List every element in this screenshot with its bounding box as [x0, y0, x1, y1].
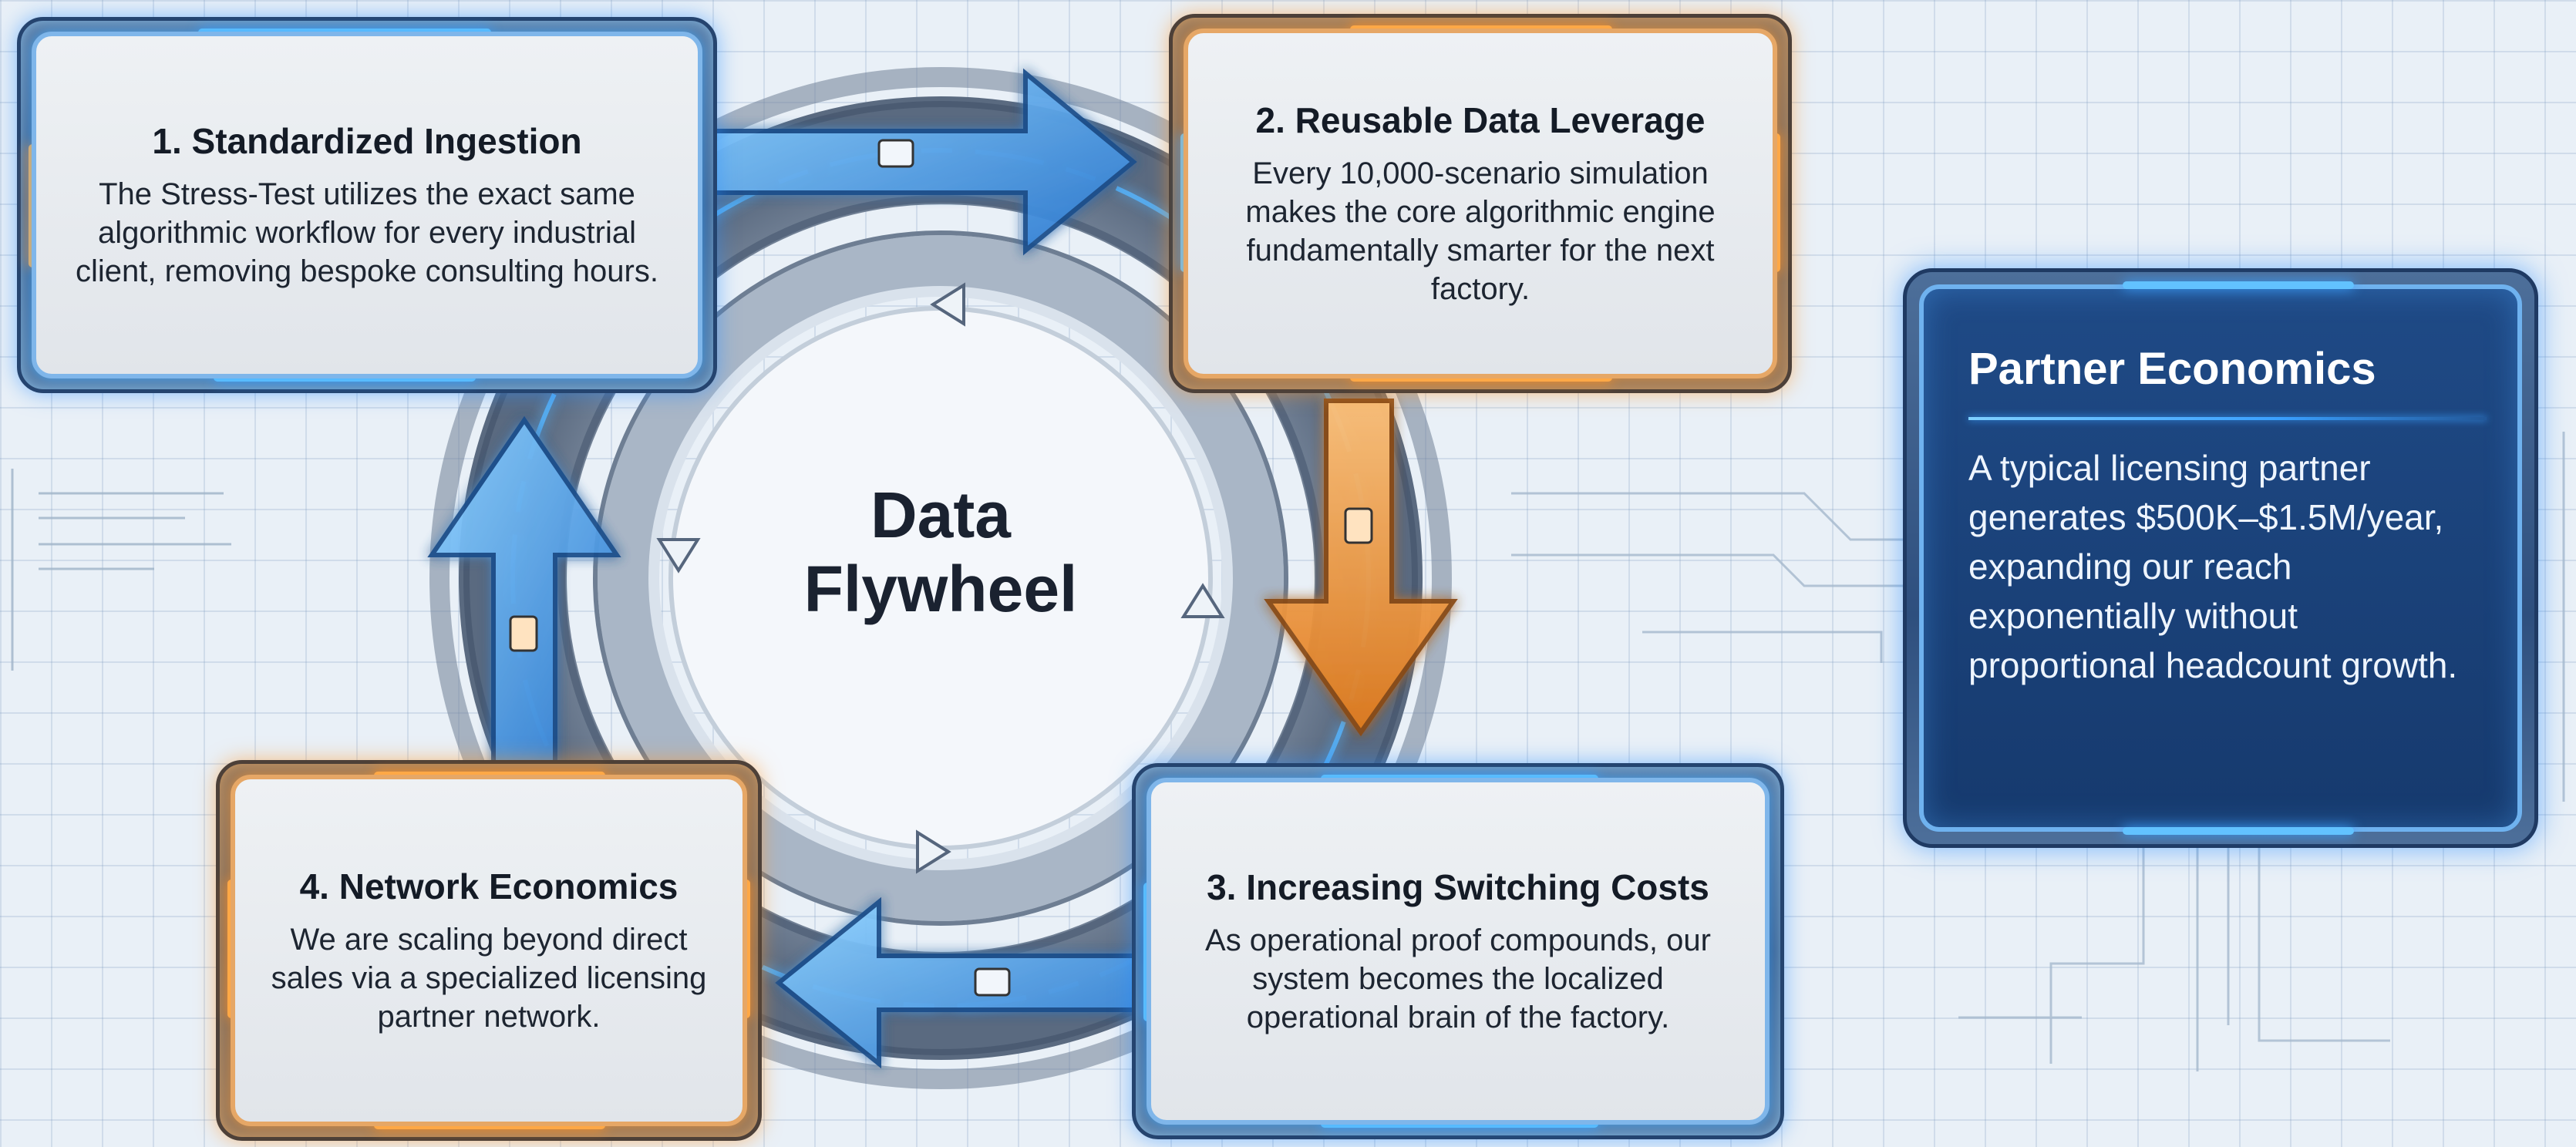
- chip-icons: [509, 139, 1373, 997]
- step-2-title: 2. Reusable Data Leverage: [1255, 100, 1706, 140]
- partner-title: Partner Economics: [1968, 344, 2376, 394]
- partner-economics-card: Partner Economics A typical licensing pa…: [1903, 268, 2538, 848]
- step-3-body: As operational proof compounds, our syst…: [1205, 923, 1711, 1034]
- step-4-body: We are scaling beyond direct sales via a…: [271, 923, 707, 1034]
- step-1-body: The Stress-Test utilizes the exact same …: [76, 177, 658, 288]
- center-title-line-1: Data: [870, 479, 1012, 551]
- partner-title-divider: [1968, 417, 2487, 420]
- center-title-line-2: Flywheel: [803, 553, 1078, 625]
- outer-ring: [429, 67, 1452, 1089]
- step-3-card: 3. Increasing Switching Costs As operati…: [1132, 763, 1784, 1139]
- partner-body: A typical licensing partner generates $5…: [1968, 448, 2458, 685]
- step-1-title: 1. Standardized Ingestion: [152, 121, 582, 161]
- step-1-card: 1. Standardized Ingestion The Stress-Tes…: [17, 17, 717, 393]
- flywheel-center-title: Data Flywheel: [709, 478, 1172, 626]
- step-3-title: 3. Increasing Switching Costs: [1207, 867, 1709, 907]
- step-4-card: 4. Network Economics We are scaling beyo…: [216, 760, 762, 1141]
- inner-ring-arrowheads: [656, 282, 1225, 874]
- step-2-body: Every 10,000-scenario simulation makes t…: [1245, 156, 1716, 306]
- step-2-card: 2. Reusable Data Leverage Every 10,000-s…: [1169, 14, 1792, 393]
- orange-arrow-right: [1264, 399, 1458, 737]
- inner-ring: [598, 235, 1284, 921]
- schematic-lines-left: [11, 469, 231, 671]
- step-4-title: 4. Network Economics: [299, 866, 679, 906]
- blue-arrow-left: [427, 415, 621, 781]
- schematic-lines-right: [1511, 432, 2565, 1071]
